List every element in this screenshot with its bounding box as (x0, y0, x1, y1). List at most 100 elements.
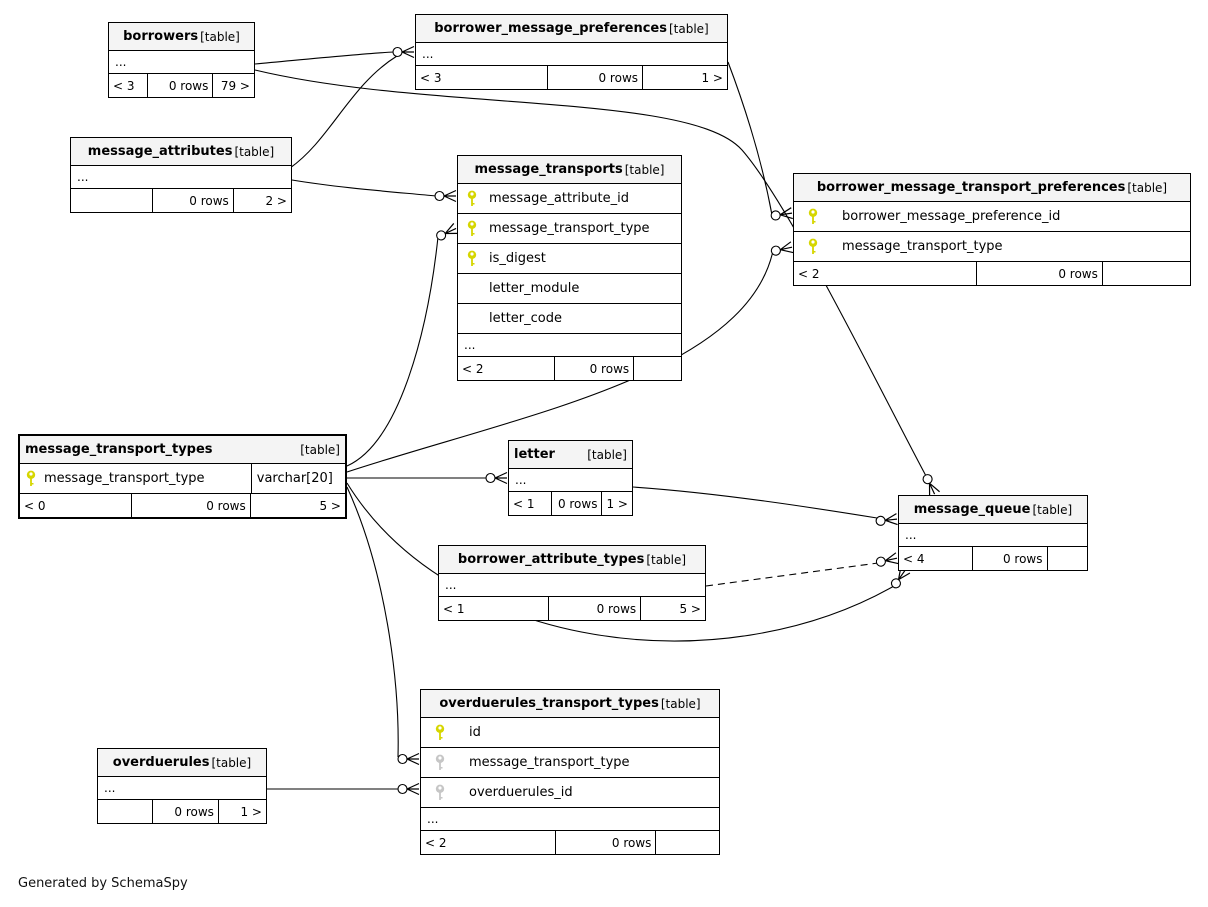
table-type: [table] (300, 442, 340, 457)
primary-key-icon (467, 190, 477, 206)
rows-count: 0 rows (546, 66, 644, 89)
crowsfoot-marker (485, 471, 508, 485)
table-overduerules-transport-types: overduerules_transport_types[table] id m… (420, 689, 720, 855)
crowsfoot-marker (875, 552, 899, 567)
table-header[interactable]: message_transports[table] (458, 156, 681, 184)
parents-count (71, 189, 152, 212)
collapsed-columns: ... (109, 51, 254, 74)
crowsfoot-marker (770, 241, 794, 256)
table-header[interactable]: letter[table] (509, 441, 632, 469)
table-stats: < 2 0 rows (421, 831, 719, 854)
column-row[interactable]: overduerules_id (421, 778, 719, 808)
collapsed-columns: ... (416, 43, 727, 66)
children-count (1103, 262, 1190, 285)
column-row[interactable]: message_transport_type varchar[20] (20, 464, 345, 494)
column-row[interactable]: message_transport_type (794, 232, 1190, 262)
parents-count: < 4 (903, 551, 925, 566)
table-header[interactable]: message_transport_types [table] (20, 436, 345, 464)
column-row[interactable]: id (421, 718, 719, 748)
table-message-transport-types: message_transport_types [table] message_t… (18, 434, 347, 519)
crowsfoot-marker (397, 782, 420, 796)
table-type: [table] (234, 144, 275, 159)
table-letter: letter[table] ... < 1 0 rows 1 > (508, 440, 633, 516)
table-name: message_queue (913, 502, 1031, 517)
relationship-line (254, 51, 395, 65)
table-name: message_transport_types (25, 442, 213, 457)
table-name: message_attributes (87, 144, 233, 159)
table-type: [table] (660, 696, 701, 711)
column-name: message_transport_type (489, 221, 650, 236)
table-stats: < 0 0 rows 5 > (20, 494, 345, 517)
parents-count: < 2 (462, 361, 484, 376)
rows-count: 0 rows (553, 357, 635, 380)
table-borrower-message-transport-preferences: borrower_message_transport_preferences[t… (793, 173, 1191, 286)
column-name: letter_module (489, 281, 580, 296)
column-row[interactable]: message_transport_type (458, 214, 681, 244)
table-type: [table] (1127, 180, 1168, 195)
table-type: [table] (624, 162, 665, 177)
table-header[interactable]: message_queue[table] (899, 496, 1087, 524)
rows-count: 0 rows (550, 492, 603, 515)
column-name: borrower_message_preference_id (842, 209, 1061, 224)
table-type: [table] (211, 755, 252, 770)
crowsfoot-marker (922, 474, 940, 497)
primary-key-icon (435, 724, 445, 740)
table-borrowers-header[interactable]: borrowers[table] (109, 23, 254, 51)
column-type: varchar[20] (250, 464, 345, 493)
table-name: borrowers (123, 29, 199, 44)
collapsed-columns: ... (439, 574, 705, 597)
column-row[interactable]: borrower_message_preference_id (794, 202, 1190, 232)
table-type: [table] (646, 552, 687, 567)
column-row[interactable]: message_attribute_id (458, 184, 681, 214)
table-header[interactable]: overduerules_transport_types[table] (421, 690, 719, 718)
children-count: 2 > (265, 193, 287, 208)
table-header[interactable]: overduerules[table] (98, 749, 266, 777)
generator-credit: Generated by SchemaSpy (18, 876, 188, 891)
relationship-line (346, 236, 439, 467)
table-header[interactable]: borrower_message_preferences[table] (416, 15, 727, 43)
parents-count: < 0 (24, 498, 46, 513)
table-message-attributes: message_attributes[table] ... 0 rows 2 > (70, 137, 292, 213)
children-count: 5 > (679, 601, 701, 616)
column-name: is_digest (489, 251, 546, 266)
children-count: 1 > (240, 804, 262, 819)
children-count (1048, 547, 1087, 570)
relationship-line (289, 55, 398, 169)
parents-count: < 1 (513, 496, 535, 511)
crowsfoot-marker (392, 45, 415, 59)
parents-count: < 1 (443, 601, 465, 616)
table-borrowers: borrowers[table] ... < 3 0 rows 79 > (108, 22, 255, 98)
table-message-transports: message_transports[table] message_attrib… (457, 155, 682, 381)
table-stats: < 1 0 rows 1 > (509, 492, 632, 515)
column-row[interactable]: letter_module (458, 274, 681, 304)
table-stats: < 2 0 rows (794, 262, 1190, 285)
column-row[interactable]: message_transport_type (421, 748, 719, 778)
table-header[interactable]: borrower_attribute_types[table] (439, 546, 705, 574)
table-overduerules: overduerules[table] ... 0 rows 1 > (97, 748, 267, 824)
relationship-line (632, 486, 878, 519)
table-type: [table] (587, 447, 627, 462)
parents-count: < 2 (425, 835, 447, 850)
column-name: id (469, 725, 481, 740)
table-name: message_transports (474, 162, 623, 177)
children-count: 5 > (319, 498, 341, 513)
rows-count: 0 rows (152, 189, 234, 212)
collapsed-columns: ... (98, 777, 266, 800)
crowsfoot-marker (875, 513, 898, 526)
rows-count: 0 rows (130, 494, 251, 517)
crowsfoot-marker (770, 207, 793, 221)
table-header[interactable]: message_attributes[table] (71, 138, 291, 166)
collapsed-columns: ... (421, 808, 719, 831)
column-name: overduerules_id (469, 785, 573, 800)
table-header[interactable]: borrower_message_transport_preferences[t… (794, 174, 1190, 202)
crowsfoot-marker (434, 189, 457, 203)
table-message-queue: message_queue[table] ... < 4 0 rows (898, 495, 1088, 571)
column-row[interactable]: letter_code (458, 304, 681, 334)
collapsed-columns: ... (458, 334, 681, 357)
column-row[interactable]: is_digest (458, 244, 681, 274)
table-name: overduerules (112, 755, 210, 770)
primary-key-icon (467, 250, 477, 266)
primary-key-icon (808, 238, 818, 254)
children-count (656, 831, 719, 854)
